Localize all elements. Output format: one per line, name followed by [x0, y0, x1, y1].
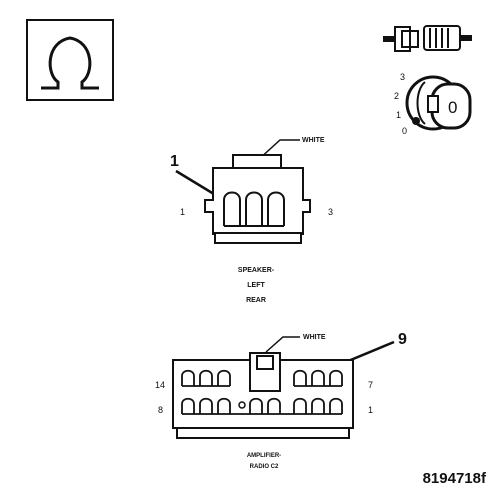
ignition-position-2: 2 — [394, 91, 399, 101]
amplifier-wire-label: WHITE — [303, 334, 326, 341]
speaker-pin-left: 1 — [180, 207, 185, 217]
amplifier-connector: WHITE 9 — [155, 331, 407, 470]
ignition-position-1: 1 — [396, 110, 401, 120]
amplifier-pin-1: 1 — [368, 405, 373, 415]
speaker-caption-line-1: SPEAKER- — [238, 267, 275, 274]
speaker-connector: WHITE 1 1 3 SPEAKER- LEFT REAR — [170, 137, 333, 304]
speaker-caption-line-2: LEFT — [247, 282, 265, 289]
amplifier-pin-8: 8 — [158, 405, 163, 415]
amplifier-cavities-bottom — [181, 397, 343, 415]
test-light-icon — [383, 25, 472, 52]
speaker-pin-right: 3 — [328, 207, 333, 217]
amplifier-pin-14: 14 — [155, 380, 165, 390]
amplifier-pin-7: 7 — [368, 380, 373, 390]
amplifier-callout-number: 9 — [398, 331, 407, 348]
amplifier-cavities-top — [181, 369, 343, 387]
amplifier-caption-line-2: RADIO C2 — [250, 464, 279, 470]
ignition-position-0: 0 — [402, 126, 407, 136]
speaker-caption-line-3: REAR — [246, 297, 266, 304]
ignition-key-icon: 0 3 2 1 0 — [394, 72, 472, 136]
speaker-callout-number: 1 — [170, 153, 179, 170]
speaker-cavities — [223, 191, 285, 227]
ohm-symbol-icon — [26, 19, 114, 101]
ignition-position-3: 3 — [400, 72, 405, 82]
key-position-dot — [412, 117, 420, 125]
figure-id: 8194718f — [423, 470, 487, 487]
speaker-wire-label: WHITE — [302, 137, 325, 144]
amplifier-caption-line-1: AMPLIFIER- — [247, 453, 281, 459]
key-label: 0 — [448, 98, 457, 117]
